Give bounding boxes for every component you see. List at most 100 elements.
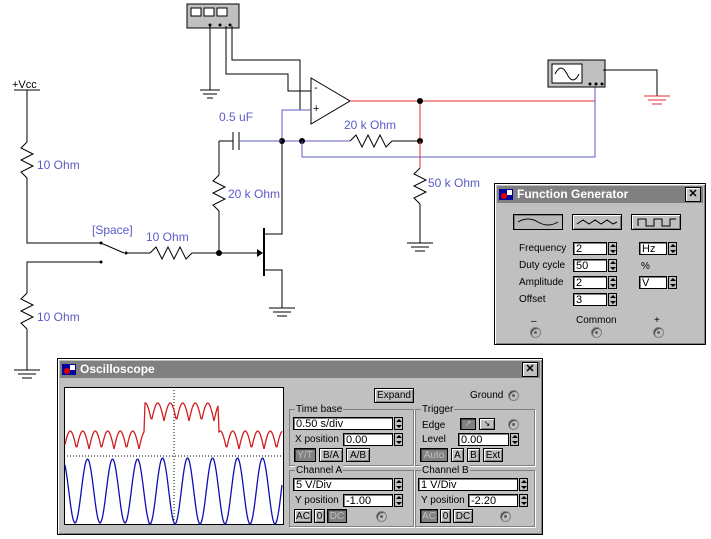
channel-a-zero-button[interactable]: 0	[314, 509, 325, 523]
fg-row-value[interactable]: 50	[573, 259, 607, 272]
channel-a-title: Channel A	[295, 465, 344, 476]
channel-a-scale[interactable]: 5 V/Div	[293, 478, 393, 491]
level-label: Level	[422, 434, 446, 445]
edge-falling-button[interactable]: ↘	[479, 418, 495, 430]
channel-b-ypos-spinner[interactable]	[519, 494, 528, 507]
app-icon	[499, 189, 513, 200]
channel-b-ypos-field[interactable]: -2.20	[468, 494, 518, 507]
fg-row-unit-spinner[interactable]	[668, 242, 677, 255]
sine-wave-button[interactable]	[513, 214, 563, 230]
channel-b-terminal[interactable]	[500, 511, 511, 522]
terminal-common[interactable]	[591, 327, 602, 338]
timebase-spinner[interactable]	[394, 417, 403, 430]
channel-b-scale-spinner[interactable]	[519, 478, 528, 491]
fg-row-label: Frequency	[519, 243, 567, 254]
x-position-field[interactable]: 0.00	[343, 433, 393, 446]
edge-rising-button[interactable]: ↗	[460, 418, 476, 430]
x-position-label: X position	[295, 434, 339, 445]
channel-b-ac-button[interactable]: AC	[420, 509, 438, 523]
oscilloscope-screen	[64, 387, 284, 525]
timebase-value[interactable]: 0.50 s/div	[293, 417, 393, 430]
fg-row-value[interactable]: 3	[573, 293, 607, 306]
trigger-title: Trigger	[421, 404, 455, 415]
vcc-label: +Vcc	[12, 79, 37, 91]
function-generator-titlebar[interactable]: Function Generator ✕	[497, 186, 703, 203]
fg-row-unit: %	[641, 261, 650, 272]
fg-row-label: Amplitude	[519, 277, 564, 288]
mode-ba-button[interactable]: B/A	[319, 448, 343, 462]
trigger-ext-terminal[interactable]	[508, 419, 519, 430]
fg-row-spinner[interactable]	[608, 293, 617, 306]
channel-b-group	[415, 470, 535, 527]
jfet-transistor-symbol	[219, 141, 295, 317]
channel-a-scale-spinner[interactable]	[394, 478, 403, 491]
resistor-feedback-label: 20 k Ohm	[344, 118, 397, 132]
channel-b-scale[interactable]: 1 V/Div	[418, 478, 518, 491]
channel-a-trace	[64, 402, 283, 450]
level-field[interactable]: 0.00	[458, 433, 509, 446]
fg-row-unit-select[interactable]: Hz	[639, 242, 667, 255]
channel-b-ypos-label: Y position	[421, 495, 465, 506]
trigger-a-button[interactable]: A	[451, 448, 464, 462]
expand-button[interactable]: Expand	[374, 388, 414, 403]
fg-row-value[interactable]: 2	[573, 242, 607, 255]
square-wave-button[interactable]	[631, 214, 681, 230]
timebase-group	[289, 409, 414, 466]
ground-label: Ground	[470, 390, 504, 401]
trigger-auto-button[interactable]: Auto	[420, 448, 448, 462]
app-icon	[62, 364, 76, 375]
channel-a-ypos-label: Y position	[295, 495, 339, 506]
close-button[interactable]: ✕	[685, 187, 701, 202]
fg-row-value[interactable]: 2	[573, 276, 607, 289]
x-position-spinner[interactable]	[394, 433, 403, 446]
timebase-title: Time base	[295, 404, 344, 415]
opamp-symbol	[310, 77, 351, 125]
channel-a-ac-button[interactable]: AC	[294, 509, 312, 523]
mode-yt-button[interactable]: Y/T	[294, 448, 316, 462]
terminal-minus[interactable]	[530, 327, 541, 338]
channel-a-dc-button[interactable]: DC	[327, 509, 347, 523]
resistor-top-label: 10 Ohm	[37, 158, 80, 172]
function-generator-instrument-icon[interactable]	[547, 59, 606, 88]
channel-b-dc-button[interactable]: DC	[453, 509, 473, 523]
channel-b-trace	[64, 457, 283, 525]
trigger-ext-button[interactable]: Ext	[483, 448, 503, 462]
terminal-common-label: Common	[576, 315, 617, 326]
resistor-bottom-label: 10 Ohm	[37, 310, 80, 324]
resistor-load-label: 50 k Ohm	[428, 176, 481, 190]
terminal-plus[interactable]	[653, 327, 664, 338]
level-spinner[interactable]	[510, 433, 519, 446]
terminal-plus-label: +	[654, 315, 660, 326]
channel-b-zero-button[interactable]: 0	[440, 509, 451, 523]
oscilloscope-titlebar[interactable]: Oscilloscope ✕	[60, 361, 540, 378]
trigger-b-button[interactable]: B	[467, 448, 480, 462]
sine-wave-icon	[517, 218, 559, 226]
fg-row-label: Offset	[519, 294, 546, 305]
oscilloscope-instrument-icon[interactable]	[186, 3, 240, 29]
channel-a-terminal[interactable]	[376, 511, 387, 522]
fg-row-spinner[interactable]	[608, 276, 617, 289]
channel-a-group	[289, 470, 414, 527]
oscilloscope-title: Oscilloscope	[80, 362, 155, 376]
channel-a-ypos-spinner[interactable]	[394, 494, 403, 507]
square-wave-icon	[637, 218, 676, 227]
edge-label: Edge	[422, 420, 446, 431]
resistor-gate-label: 20 k Ohm	[228, 187, 281, 201]
fg-row-spinner[interactable]	[608, 242, 617, 255]
triangle-wave-button[interactable]	[572, 214, 622, 230]
channel-a-ypos-field[interactable]: -1.00	[343, 494, 393, 507]
triangle-wave-icon	[576, 219, 618, 225]
oscilloscope-window: Oscilloscope ✕ Expand Ground Time base 0…	[57, 358, 543, 535]
close-button[interactable]: ✕	[522, 362, 538, 377]
fg-row-label: Duty cycle	[519, 260, 566, 271]
fg-row-unit-select[interactable]: V	[639, 276, 667, 289]
fg-row-spinner[interactable]	[608, 259, 617, 272]
capacitor-label: 0.5 uF	[219, 110, 254, 124]
opamp-minus-label: -	[314, 82, 318, 94]
ground-terminal[interactable]	[508, 390, 519, 401]
trigger-group	[415, 409, 535, 466]
mode-ab-button[interactable]: A/B	[346, 448, 370, 462]
fg-row-unit-spinner[interactable]	[668, 276, 677, 289]
